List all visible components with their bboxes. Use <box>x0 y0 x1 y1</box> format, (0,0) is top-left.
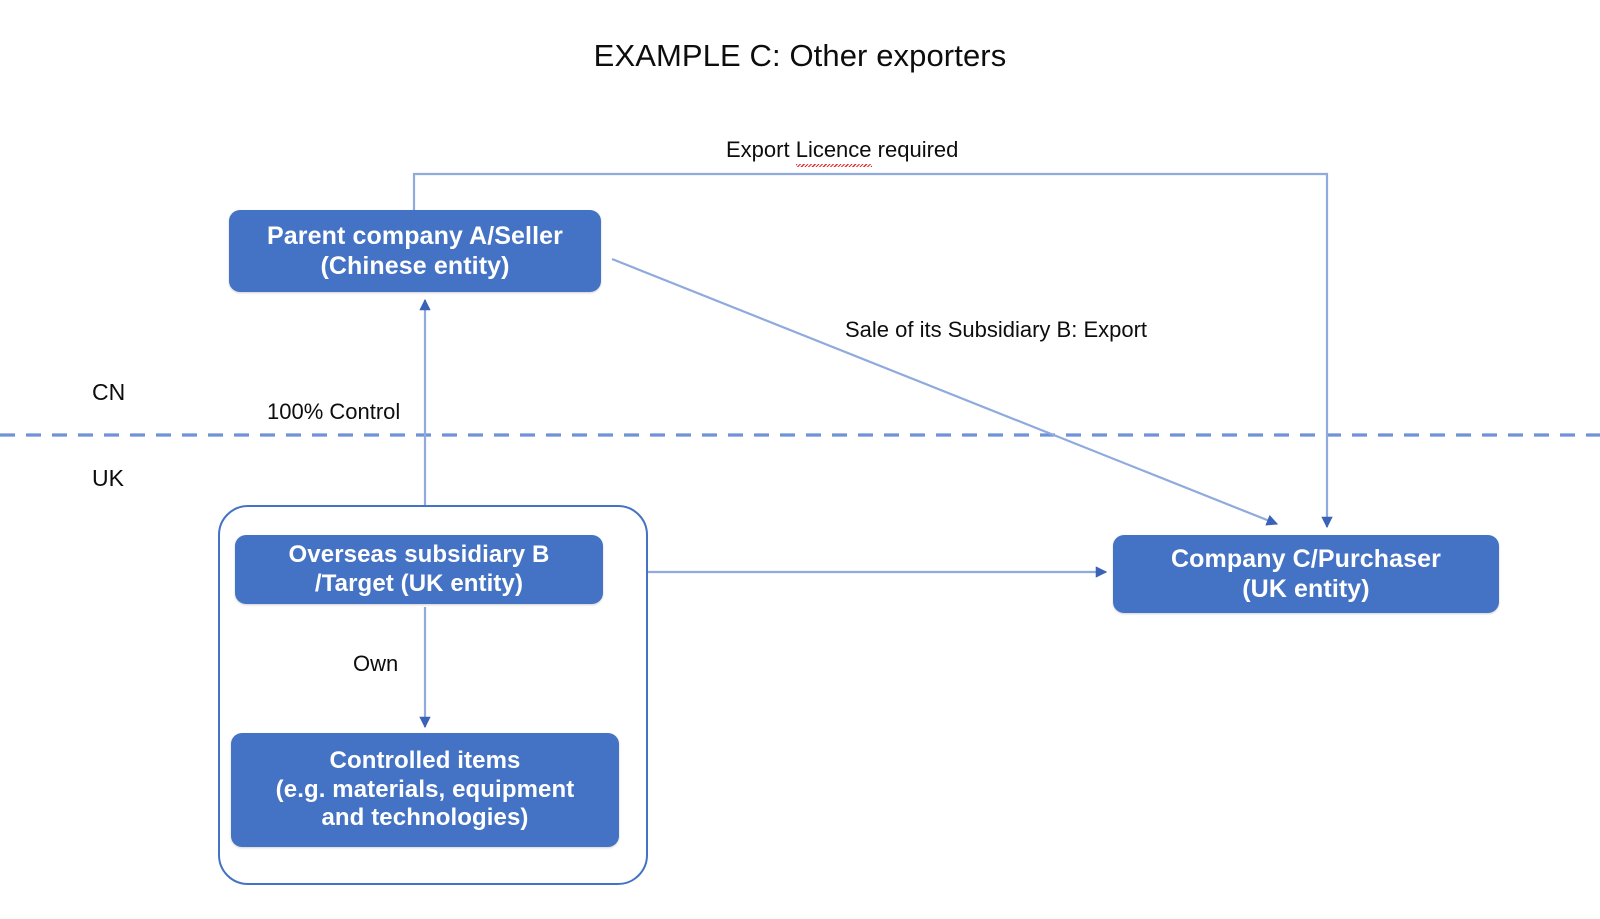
connector-sale-subsidiary <box>611 257 1279 526</box>
region-label-cn: CN <box>92 379 126 405</box>
node-parent-company-a[interactable]: Parent company A/Seller (Chinese entity) <box>229 210 601 292</box>
edge-label-100-percent-control: 100% Control <box>267 399 401 424</box>
page-title: EXAMPLE C: Other exporters <box>593 38 1007 73</box>
edge-label-export-licence-flagged-word: Licence <box>795 137 872 167</box>
node-company-c-purchaser-line2: (UK entity) <box>1242 575 1370 603</box>
node-controlled-items-line3: and technologies) <box>321 804 529 832</box>
region-label-uk: UK <box>92 465 124 491</box>
edge-label-own: Own <box>353 651 399 676</box>
node-controlled-items-line1: Controlled items <box>329 746 521 774</box>
node-parent-company-a-line2: (Chinese entity) <box>320 252 510 280</box>
node-overseas-subsidiary-b[interactable]: Overseas subsidiary B /Target (UK entity… <box>235 535 603 604</box>
node-company-c-purchaser[interactable]: Company C/Purchaser (UK entity) <box>1113 535 1499 613</box>
uk-entity-group-container <box>218 505 648 885</box>
node-overseas-subsidiary-b-line1: Overseas subsidiary B <box>288 540 550 568</box>
node-parent-company-a-line1: Parent company A/Seller <box>267 222 563 250</box>
edge-label-sale-of-subsidiary: Sale of its Subsidiary B: Export <box>845 317 1148 342</box>
node-overseas-subsidiary-b-line2: /Target (UK entity) <box>314 569 524 597</box>
edge-label-export-licence-after: required <box>871 137 959 162</box>
edge-label-export-licence: Export Licence required <box>726 136 959 167</box>
node-company-c-purchaser-line1: Company C/Purchaser <box>1170 545 1442 573</box>
node-controlled-items-line2: (e.g. materials, equipment <box>275 775 575 803</box>
edge-label-export-licence-before: Export <box>726 137 796 162</box>
node-controlled-items[interactable]: Controlled items (e.g. materials, equipm… <box>231 733 619 847</box>
